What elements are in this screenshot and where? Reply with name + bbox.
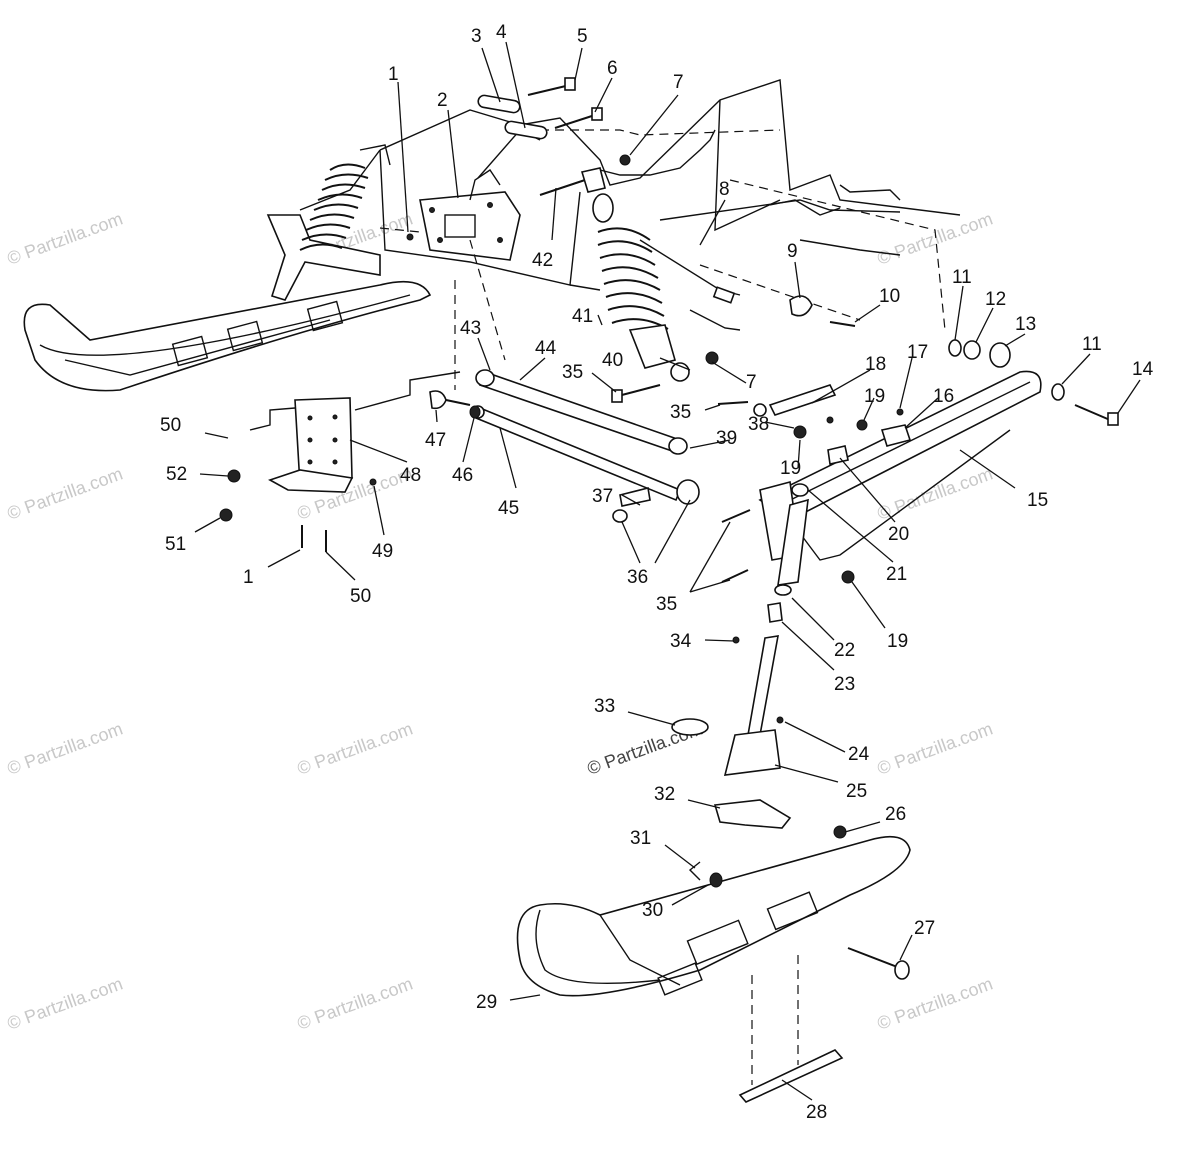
radius-rods <box>471 369 700 523</box>
callout-label: 4 <box>496 22 507 43</box>
callout-label: 28 <box>806 1102 827 1123</box>
callout-label: 41 <box>572 306 593 327</box>
callout-label: 48 <box>400 465 421 486</box>
callout-label: 19 <box>780 458 801 479</box>
callout-label: 14 <box>1132 359 1154 380</box>
callout-label: 15 <box>1027 490 1048 511</box>
callout-label: 11 <box>952 267 972 288</box>
upper-link-parts <box>477 77 631 196</box>
watermark-text: © Partzilla.com <box>5 973 126 1033</box>
callout-label: 50 <box>350 586 371 607</box>
callout-label: 20 <box>888 524 909 545</box>
callout-label: 26 <box>885 804 906 825</box>
part-41-front-shock <box>592 193 690 382</box>
callout-label: 39 <box>716 428 737 449</box>
part-29-front-ski <box>516 825 911 997</box>
part-48-bumper-bracket <box>219 239 506 552</box>
callout-labels: 1 2 3 4 5 6 7 42 8 9 10 11 12 13 11 14 4… <box>160 22 1154 1123</box>
callout-label: 37 <box>592 486 613 507</box>
callout-label: 24 <box>848 744 870 765</box>
callout-label: 3 <box>471 26 482 47</box>
callout-label: 35 <box>670 402 691 423</box>
leader-lines <box>194 41 1141 1101</box>
watermark-text: © Partzilla.com <box>295 973 416 1033</box>
callout-label: 43 <box>460 318 481 339</box>
callout-label: 31 <box>630 828 651 849</box>
callout-label: 38 <box>748 414 769 435</box>
left-ski-assembly <box>23 144 432 392</box>
callout-label: 33 <box>594 696 615 717</box>
callout-label: 21 <box>886 564 907 585</box>
watermark-text: © Partzilla.com <box>875 208 996 268</box>
watermark-text: © Partzilla.com <box>875 973 996 1033</box>
watermark-text: © Partzilla.com <box>5 208 126 268</box>
spindle-assembly <box>671 480 809 776</box>
callout-label: 6 <box>607 58 618 79</box>
callout-label: 1 <box>243 567 254 588</box>
part-15-swing-arm <box>758 370 1042 561</box>
callout-label: 32 <box>654 784 675 805</box>
part-28-wear-bar <box>738 955 844 1103</box>
callout-label: 27 <box>914 918 935 939</box>
callout-label: 17 <box>907 342 928 363</box>
callout-label: 11 <box>1082 334 1102 355</box>
right-pivot-hardware <box>948 339 1119 426</box>
callout-label: 34 <box>670 631 692 652</box>
callout-label: 2 <box>437 90 448 111</box>
callout-label: 44 <box>535 338 557 359</box>
callout-label: 52 <box>166 464 187 485</box>
callout-label: 50 <box>160 415 181 436</box>
callout-label: 16 <box>933 386 954 407</box>
callout-label: 49 <box>372 541 393 562</box>
steering-arm-parts <box>639 239 856 331</box>
callout-label: 5 <box>577 26 588 47</box>
callout-label: 23 <box>834 674 855 695</box>
callout-label: 13 <box>1015 314 1036 335</box>
callout-label: 9 <box>787 241 798 262</box>
part-2-mount-plate <box>406 129 541 261</box>
callout-label: 51 <box>165 534 186 555</box>
callout-label: 40 <box>602 350 623 371</box>
callout-label: 1 <box>388 64 399 85</box>
callout-label: 12 <box>985 289 1006 310</box>
callout-label: 42 <box>532 250 553 271</box>
callout-label: 25 <box>846 781 867 802</box>
callout-label: 45 <box>498 498 519 519</box>
callout-label: 8 <box>719 179 730 200</box>
watermark-text: © Partzilla.com <box>5 463 126 523</box>
callout-label: 7 <box>673 72 684 93</box>
watermark-text: © Partzilla.com <box>5 718 126 778</box>
watermark-text: © Partzilla.com <box>295 718 416 778</box>
left-shock-spring <box>299 144 391 251</box>
watermark-text: © Partzilla.com <box>875 463 996 523</box>
callout-label: 19 <box>887 631 908 652</box>
callout-label: 35 <box>656 594 677 615</box>
callout-label: 29 <box>476 992 497 1013</box>
callout-label: 22 <box>834 640 855 661</box>
callout-label: 18 <box>865 354 886 375</box>
callout-label: 19 <box>864 386 885 407</box>
callout-label: 30 <box>642 900 663 921</box>
misc-fasteners <box>611 351 912 584</box>
callout-label: 36 <box>627 567 648 588</box>
watermark-text: © Partzilla.com <box>875 718 996 778</box>
part-32-ski-saddle <box>713 799 792 829</box>
callout-label: 47 <box>425 430 446 451</box>
callout-label: 7 <box>746 372 757 393</box>
callout-label: 10 <box>879 286 900 307</box>
callout-label: 46 <box>452 465 473 486</box>
callout-label: 35 <box>562 362 583 383</box>
